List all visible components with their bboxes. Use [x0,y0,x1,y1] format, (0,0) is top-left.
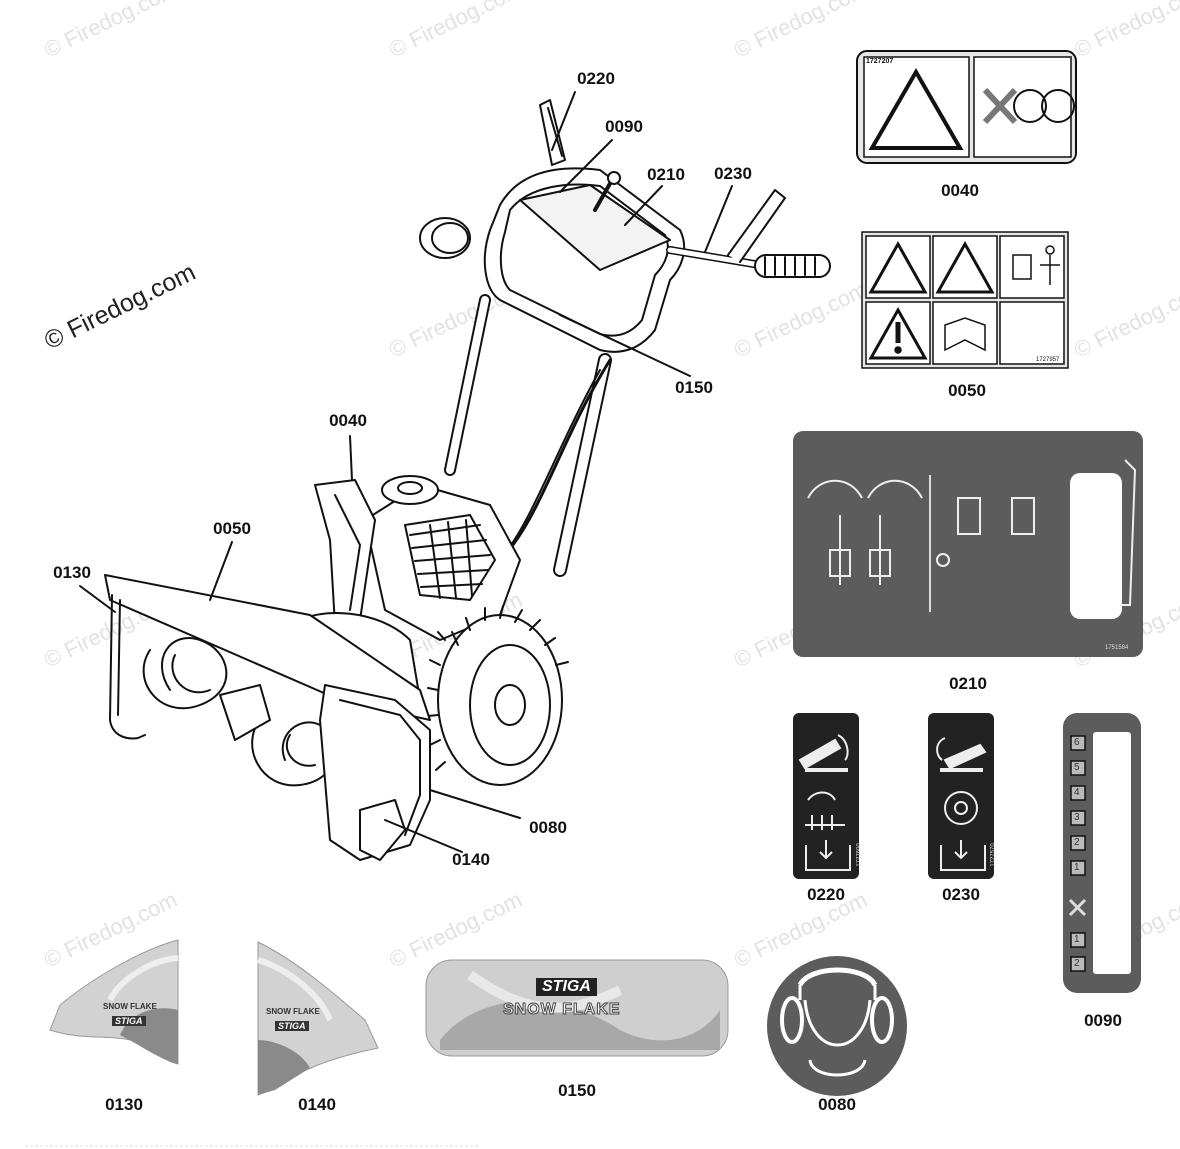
decal-0150 [425,959,729,1057]
gear-label: 6 [1074,737,1080,748]
callout-0220: 0220 [577,69,615,88]
decal-0220 [793,713,859,879]
callout-0040: 0040 [329,411,367,430]
gear-label: 4 [1074,787,1080,798]
callout-0150: 0150 [675,378,713,397]
decal-label-0150: 0150 [558,1081,596,1100]
callout-0080: 0080 [529,818,567,837]
decal-label-0090: 0090 [1084,1011,1122,1030]
decal-brand-text: STIGA [112,1016,146,1026]
callout-0230: 0230 [714,164,752,183]
decal-0210 [793,431,1143,657]
decal-model-text: SNOW FLAKE [103,1002,157,1011]
gear-label: 5 [1074,762,1080,773]
decal-brand-text: STIGA [275,1021,309,1031]
decal-label-0130: 0130 [105,1095,143,1114]
decal-label-0220: 0220 [807,885,845,904]
callout-0130: 0130 [53,563,91,582]
decal-0140 [257,941,379,1096]
callout-0090: 0090 [605,117,643,136]
part-number-0040: 1727207 [866,58,894,65]
decal-0090 [1063,713,1141,993]
decal-label-0050: 0050 [948,381,986,400]
decal-0040 [856,50,1077,164]
callout-0210: 0210 [647,165,685,184]
part-number-0210: 1751584 [1105,645,1129,651]
gear-label: 1 [1074,862,1080,873]
part-number-0220: 1727600 [856,843,863,867]
decal-model-text: SNOW FLAKE [266,1007,320,1016]
decal-0230 [928,713,994,879]
decal-0080 [767,956,907,1096]
gear-label: 1 [1074,934,1080,945]
decal-label-0080: 0080 [818,1095,856,1114]
decal-label-0230: 0230 [942,885,980,904]
gear-label: 3 [1074,812,1080,823]
part-number-0050: 1727957 [1036,357,1060,363]
callout-0050: 0050 [213,519,251,538]
gear-label: 2 [1074,958,1080,969]
decal-brand-text: STIGA [536,978,597,996]
decal-label-0140: 0140 [298,1095,336,1114]
decal-0050 [861,231,1069,369]
decal-model-text: SNOW FLAKE [503,1001,621,1019]
decal-label-0040: 0040 [941,181,979,200]
part-number-0230: 1727570 [990,843,997,867]
callout-0140: 0140 [452,850,490,869]
decal-label-0210: 0210 [949,674,987,693]
gear-label: 2 [1074,837,1080,848]
